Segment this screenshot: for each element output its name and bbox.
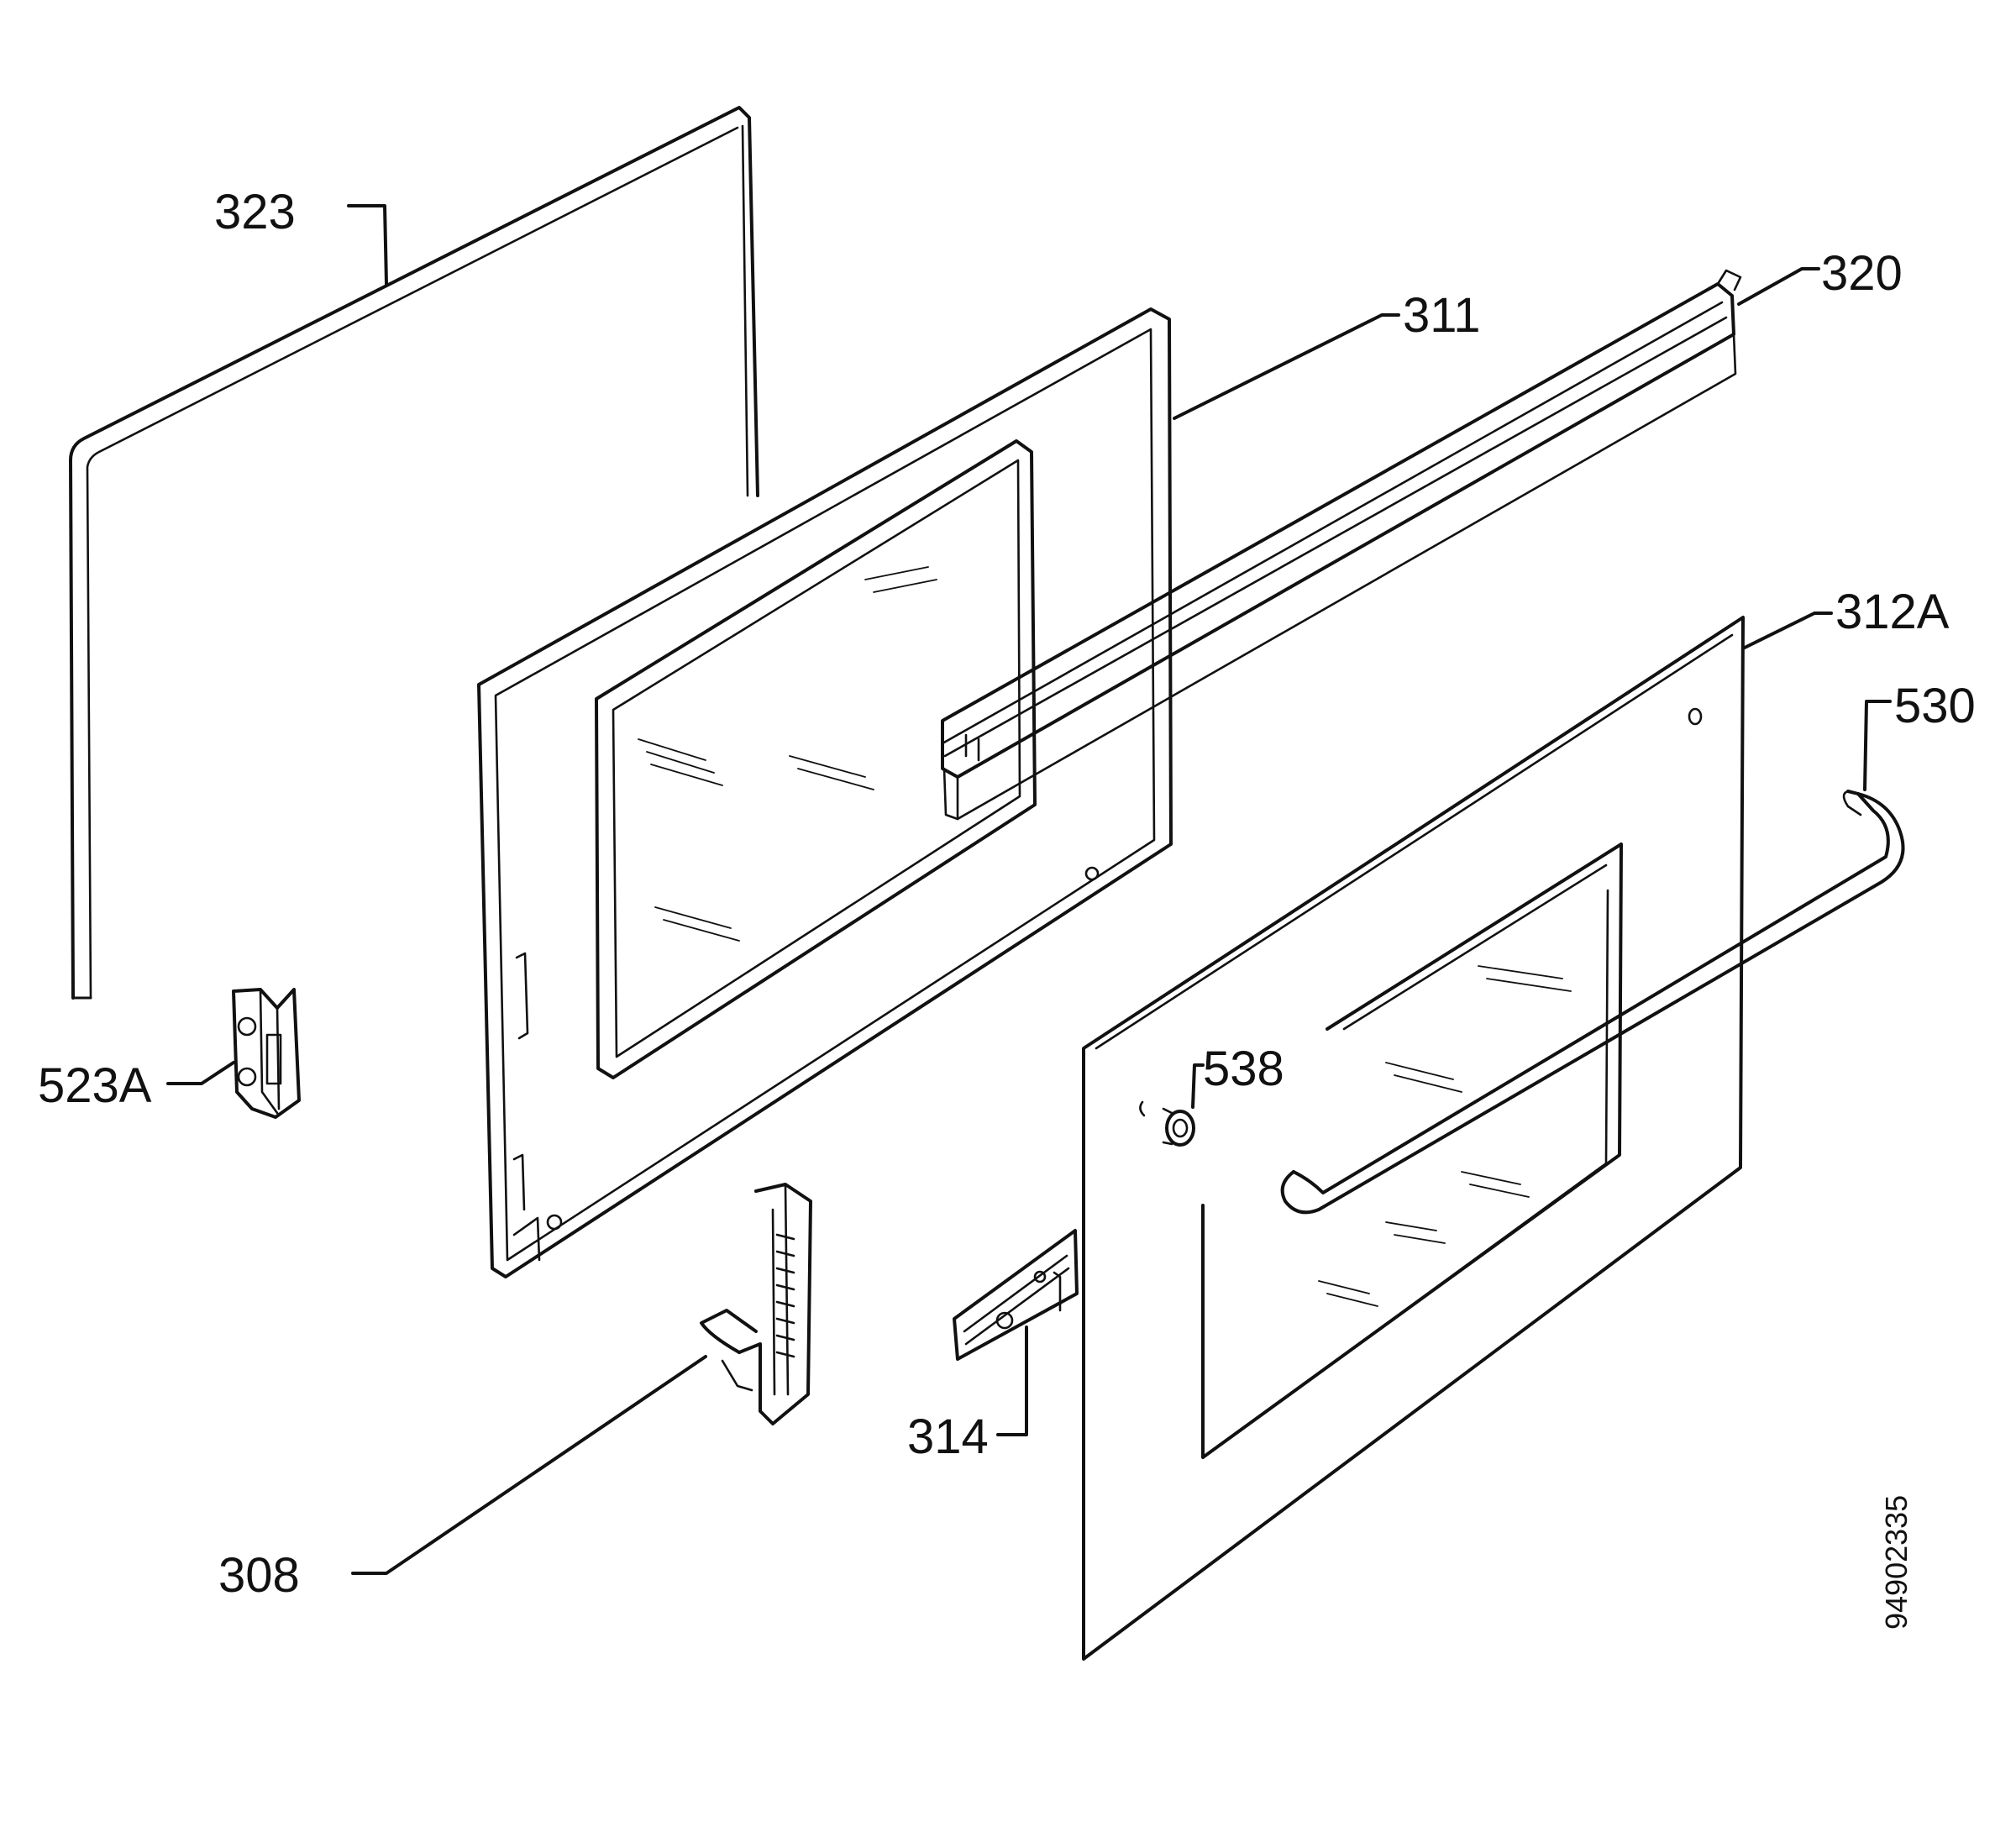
leader-323: [347, 204, 388, 286]
part-308-hinge[interactable]: [700, 1183, 812, 1425]
part-312a-outer-door-panel[interactable]: [1082, 616, 1745, 1661]
label-314: 314: [907, 1409, 989, 1464]
document-number: 94902335: [1879, 1495, 1914, 1630]
label-523a: 523A: [38, 1058, 152, 1113]
part-323-door-seal[interactable]: [69, 106, 759, 1000]
leader-308: [351, 1355, 707, 1575]
label-308: 308: [218, 1548, 300, 1603]
part-530-door-handle[interactable]: [1280, 790, 1905, 1215]
leader-312a: [1741, 612, 1833, 650]
part-320-door-profile[interactable]: [941, 269, 1742, 821]
leader-lines: [166, 204, 1892, 1575]
leader-538: [1191, 1063, 1205, 1109]
part-523a-hinge-receiver[interactable]: [232, 988, 301, 1119]
label-530: 530: [1894, 679, 1976, 733]
leader-314: [996, 1325, 1028, 1436]
label-538: 538: [1203, 1042, 1284, 1096]
part-538-bush[interactable]: [1139, 1100, 1195, 1147]
label-320: 320: [1821, 246, 1903, 301]
leader-523a: [166, 1061, 235, 1085]
leader-320: [1737, 267, 1820, 306]
label-312a: 312A: [1835, 585, 1950, 639]
leader-311: [1173, 313, 1400, 420]
leader-530: [1863, 700, 1892, 791]
part-311-inner-door-frame[interactable]: [477, 307, 1173, 1278]
label-311: 311: [1403, 288, 1480, 343]
part-314-hinge-plate[interactable]: [953, 1229, 1079, 1361]
label-323: 323: [214, 185, 296, 239]
